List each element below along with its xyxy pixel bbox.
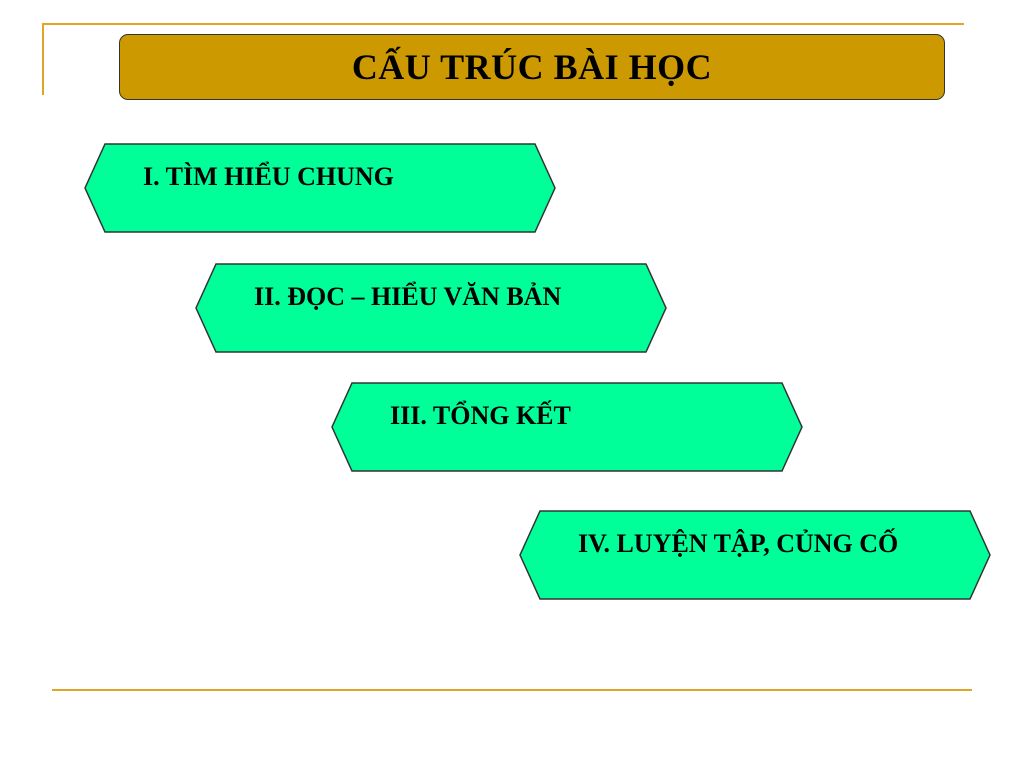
section-label: IV. LUYỆN TẬP, CỦNG CỐ	[578, 529, 899, 558]
bottom-rule	[52, 689, 972, 691]
top-rule	[42, 23, 964, 25]
section-label: I. TÌM HIỂU CHUNG	[143, 162, 394, 191]
hexagon-shape	[331, 382, 803, 472]
section-label: III. TỔNG KẾT	[390, 401, 571, 430]
hexagon-shape	[519, 510, 991, 600]
hexagon-shape	[84, 143, 556, 233]
section-item-3[interactable]: III. TỔNG KẾT	[331, 382, 803, 472]
section-label: II. ĐỌC – HIỂU VĂN BẢN	[254, 282, 562, 311]
section-item-4[interactable]: IV. LUYỆN TẬP, CỦNG CỐ	[519, 510, 991, 600]
left-rule	[42, 23, 44, 95]
section-item-1[interactable]: I. TÌM HIỂU CHUNG	[84, 143, 556, 233]
hexagon-shape	[195, 263, 667, 353]
slide-title: CẤU TRÚC BÀI HỌC	[351, 47, 713, 87]
title-banner: CẤU TRÚC BÀI HỌC	[119, 34, 945, 100]
section-item-2[interactable]: II. ĐỌC – HIỂU VĂN BẢN	[195, 263, 667, 353]
